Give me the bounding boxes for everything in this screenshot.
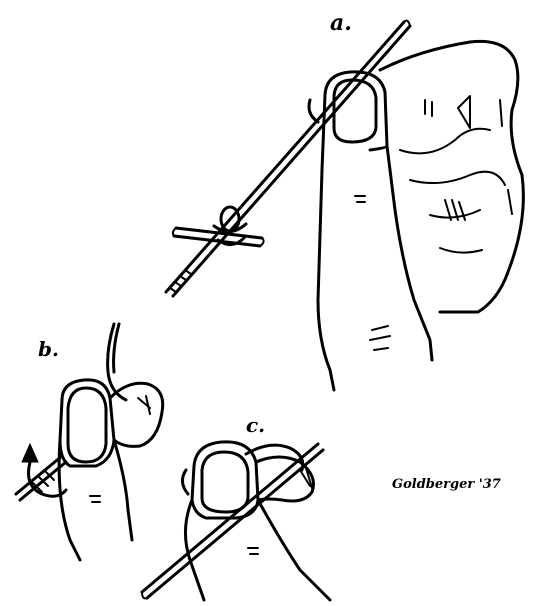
artist-signature: Goldberger '37 [392,477,501,492]
panel-c: c. [142,413,330,600]
label-c: c. [246,413,265,437]
panel-a-knot [173,207,264,246]
panel-c-hand [182,442,330,600]
panel-b-hand [59,380,163,560]
panel-a: a. [166,10,523,390]
label-a: a. [330,10,352,36]
panel-c-stick [142,444,323,598]
panel-a-stick [166,21,410,296]
panel-b: b. [16,324,163,560]
label-b: b. [38,337,59,361]
